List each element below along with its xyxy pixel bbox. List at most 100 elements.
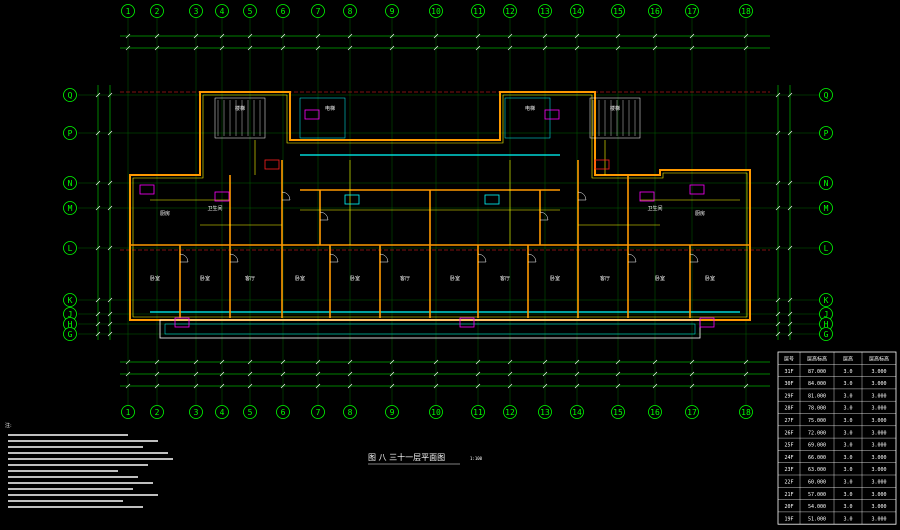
axis-bubble-bottom-16: 16 [648, 405, 662, 419]
axis-label: 8 [348, 7, 353, 16]
axis-bubble-bottom-15: 15 [611, 405, 625, 419]
room-label: 楼梯 [610, 105, 620, 112]
table-cell: 78.000 [808, 406, 826, 412]
table-cell: 3.0 [843, 406, 852, 412]
axis-bubble-bottom-14: 14 [570, 405, 584, 419]
axis-label: M [68, 204, 73, 213]
axis-label: 16 [650, 408, 660, 417]
axis-bubble-top-6: 6 [276, 4, 290, 18]
room-label: 厨房 [160, 210, 170, 217]
table-cell: 3.000 [871, 516, 886, 522]
axis-label: L [824, 244, 829, 253]
room-label: 卧室 [450, 275, 460, 282]
axis-label: 17 [687, 7, 697, 16]
axis-label: 14 [572, 408, 582, 417]
table-cell: 3.000 [871, 467, 886, 473]
drawing-title: 图 八 三十一层平面图 [368, 452, 445, 462]
axis-bubble-bottom-8: 8 [343, 405, 357, 419]
axis-bubble-top-11: 11 [471, 4, 485, 18]
room-label: 电梯 [525, 105, 535, 112]
axis-label: 1 [126, 7, 131, 16]
axis-label: J [824, 310, 829, 319]
axis-label: 3 [194, 408, 199, 417]
axis-bubble-bottom-7: 7 [311, 405, 325, 419]
table-cell: 3.000 [871, 492, 886, 498]
table-cell: 3.0 [843, 455, 852, 461]
table-cell: 20F [784, 504, 793, 510]
room-label: 卧室 [350, 275, 360, 282]
axis-label: 5 [248, 408, 253, 417]
axis-grid [78, 18, 820, 405]
axis-label: 10 [431, 408, 441, 417]
axis-bubble-bottom-6: 6 [276, 405, 290, 419]
table-cell: 3.0 [843, 369, 852, 375]
room-label: 卧室 [655, 275, 665, 282]
interior-walls [130, 160, 750, 318]
room-label: 卫生间 [647, 205, 662, 212]
notes-heading: 注: [5, 422, 12, 429]
table-cell: 3.0 [843, 492, 852, 498]
axis-label: M [824, 204, 829, 213]
table-cell: 3.0 [843, 467, 852, 473]
room-label: 客厅 [400, 275, 410, 282]
axis-bubble-top-10: 10 [429, 4, 443, 18]
axis-bubble-top-14: 14 [570, 4, 584, 18]
table-cell: 3.0 [843, 504, 852, 510]
axis-label: 8 [348, 408, 353, 417]
table-cell: 75.000 [808, 418, 826, 424]
axis-bubble-top-8: 8 [343, 4, 357, 18]
table-cell: 层高标高 [869, 356, 889, 363]
axis-label: 5 [248, 7, 253, 16]
table-cell: 23F [784, 467, 793, 473]
axis-label: 11 [473, 408, 483, 417]
axis-bubble-top-17: 17 [685, 4, 699, 18]
axis-label: G [68, 330, 73, 339]
axis-bubble-bottom-11: 11 [471, 405, 485, 419]
axis-label: P [824, 129, 829, 138]
axis-label: 14 [572, 7, 582, 16]
table-cell: 87.000 [808, 369, 826, 375]
axis-bubble-right-L: L [819, 241, 833, 255]
axis-bubble-bottom-17: 17 [685, 405, 699, 419]
axis-label: H [824, 320, 829, 329]
room-label: 卧室 [550, 275, 560, 282]
axis-bubble-top-9: 9 [385, 4, 399, 18]
axis-bubble-top-5: 5 [243, 4, 257, 18]
table-cell: 3.000 [871, 430, 886, 436]
table-cell: 60.000 [808, 480, 826, 486]
table-cell: 63.000 [808, 467, 826, 473]
axis-bubble-top-2: 2 [150, 4, 164, 18]
room-label: 卧室 [200, 275, 210, 282]
axis-label: 10 [431, 7, 441, 16]
axis-bubble-right-G: G [819, 327, 833, 341]
room-label: 卧室 [150, 275, 160, 282]
axis-label: J [68, 310, 73, 319]
axis-label: 17 [687, 408, 697, 417]
table-cell: 29F [784, 393, 793, 399]
axis-label: K [68, 296, 73, 305]
axis-bubble-bottom-3: 3 [189, 405, 203, 419]
axis-bubble-left-L: L [63, 241, 77, 255]
axis-label: 7 [316, 408, 321, 417]
axis-label: 4 [220, 7, 225, 16]
axis-bubble-left-M: M [63, 201, 77, 215]
axis-bubble-right-P: P [819, 126, 833, 140]
room-label: 客厅 [500, 275, 510, 282]
table-cell: 3.000 [871, 369, 886, 375]
table-cell: 22F [784, 480, 793, 486]
room-label: 客厅 [600, 275, 610, 282]
table-cell: 层高 [843, 356, 853, 363]
table-cell: 66.000 [808, 455, 826, 461]
axis-bubble-bottom-5: 5 [243, 405, 257, 419]
axis-label: N [68, 179, 73, 188]
